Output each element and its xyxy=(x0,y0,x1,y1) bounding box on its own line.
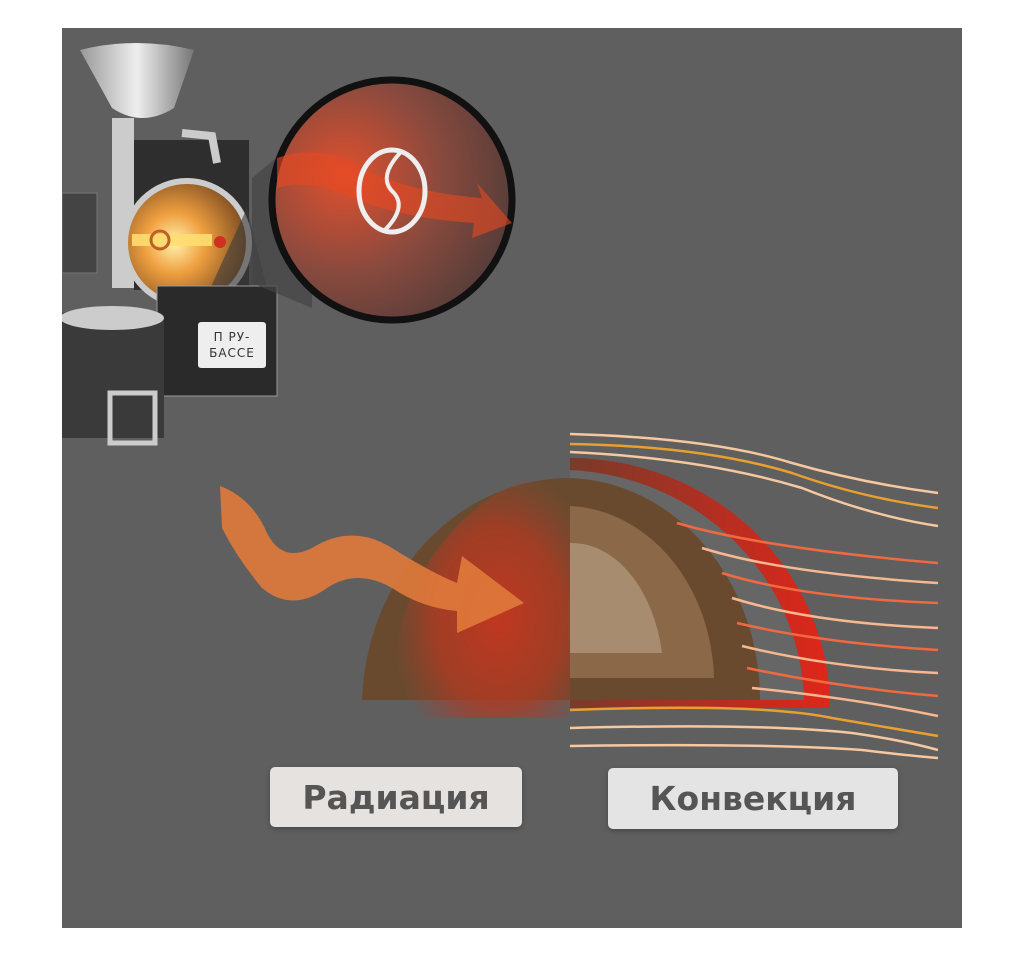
convection-flow-lines xyxy=(569,432,939,760)
magnifier-bean-closeup xyxy=(268,76,516,324)
bean-cross-section xyxy=(362,458,830,718)
coffee-roaster-machine xyxy=(62,43,312,446)
plate-line-1: П РУ- xyxy=(213,330,251,344)
radiation-label: Радиация xyxy=(270,767,522,827)
coffee-bean-icon xyxy=(356,147,428,235)
plate-line-2: БАССЕ xyxy=(209,346,255,360)
convection-label: Конвекция xyxy=(608,768,898,829)
illustration-panel: П РУ- БАССЕ Радиация Конвекция xyxy=(62,28,962,928)
machine-brand-plate: П РУ- БАССЕ xyxy=(198,322,266,368)
radiation-arrow xyxy=(220,486,524,633)
